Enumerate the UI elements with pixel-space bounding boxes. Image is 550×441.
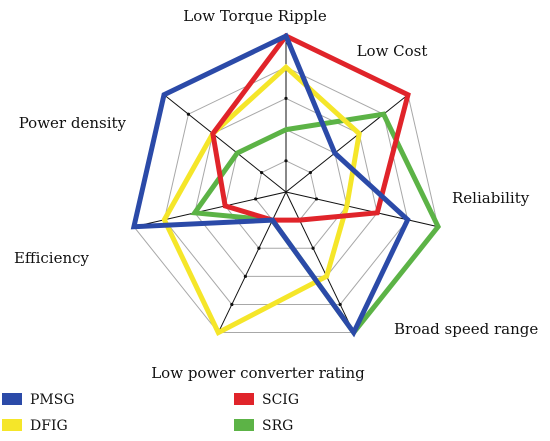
axis-label-4: Broad speed range xyxy=(394,320,538,338)
axis-tick xyxy=(308,170,312,175)
axis-spoke-5 xyxy=(217,191,287,333)
axis-tick xyxy=(284,159,288,163)
legend: PMSG SCIG DFIG SRG xyxy=(2,392,299,434)
grid-ring-3 xyxy=(194,97,378,277)
axis-tick xyxy=(284,96,288,100)
legend-swatch-scig xyxy=(234,393,254,405)
legend-swatch-pmsg xyxy=(2,393,22,405)
grid-ring-2 xyxy=(224,129,348,249)
legend-label-scig: SCIG xyxy=(262,392,299,408)
series-pmsg-line xyxy=(130,32,411,338)
legend-swatch-srg xyxy=(234,419,254,431)
axis-label-2: Low Cost xyxy=(357,42,428,60)
axis-tick xyxy=(186,112,191,116)
axis-label-3: Reliability xyxy=(452,189,530,207)
axis-tick xyxy=(257,246,261,250)
series-scig-line xyxy=(210,32,411,223)
axis-spoke-2 xyxy=(285,94,409,193)
axis-tick xyxy=(230,302,234,307)
axis-tick xyxy=(311,246,315,250)
axis-tick xyxy=(243,274,247,278)
legend-label-pmsg: PMSG xyxy=(30,392,75,408)
axis-tick xyxy=(260,170,264,175)
axis-tick xyxy=(314,197,319,201)
series-layer xyxy=(130,32,442,338)
legend-label-dfig: DFIG xyxy=(30,418,68,434)
legend-label-srg: SRG xyxy=(262,418,293,434)
axis-spoke-4 xyxy=(285,191,355,333)
axis-tick xyxy=(338,302,342,307)
axis-spoke-7 xyxy=(163,94,287,193)
axis-spoke-3 xyxy=(285,191,439,228)
axis-spoke-6 xyxy=(133,191,287,228)
grid-ring-4 xyxy=(163,66,409,305)
series-dfig-line xyxy=(161,63,362,336)
axis-label-6: Efficiency xyxy=(14,249,90,267)
axis-label-7: Power density xyxy=(19,114,127,132)
axis-label-5: Low power converter rating xyxy=(151,364,365,382)
axis-tick xyxy=(253,197,258,201)
grid-layer xyxy=(133,35,439,334)
axis-label-1: Low Torque Ripple xyxy=(183,7,327,25)
legend-swatch-dfig xyxy=(2,419,22,431)
